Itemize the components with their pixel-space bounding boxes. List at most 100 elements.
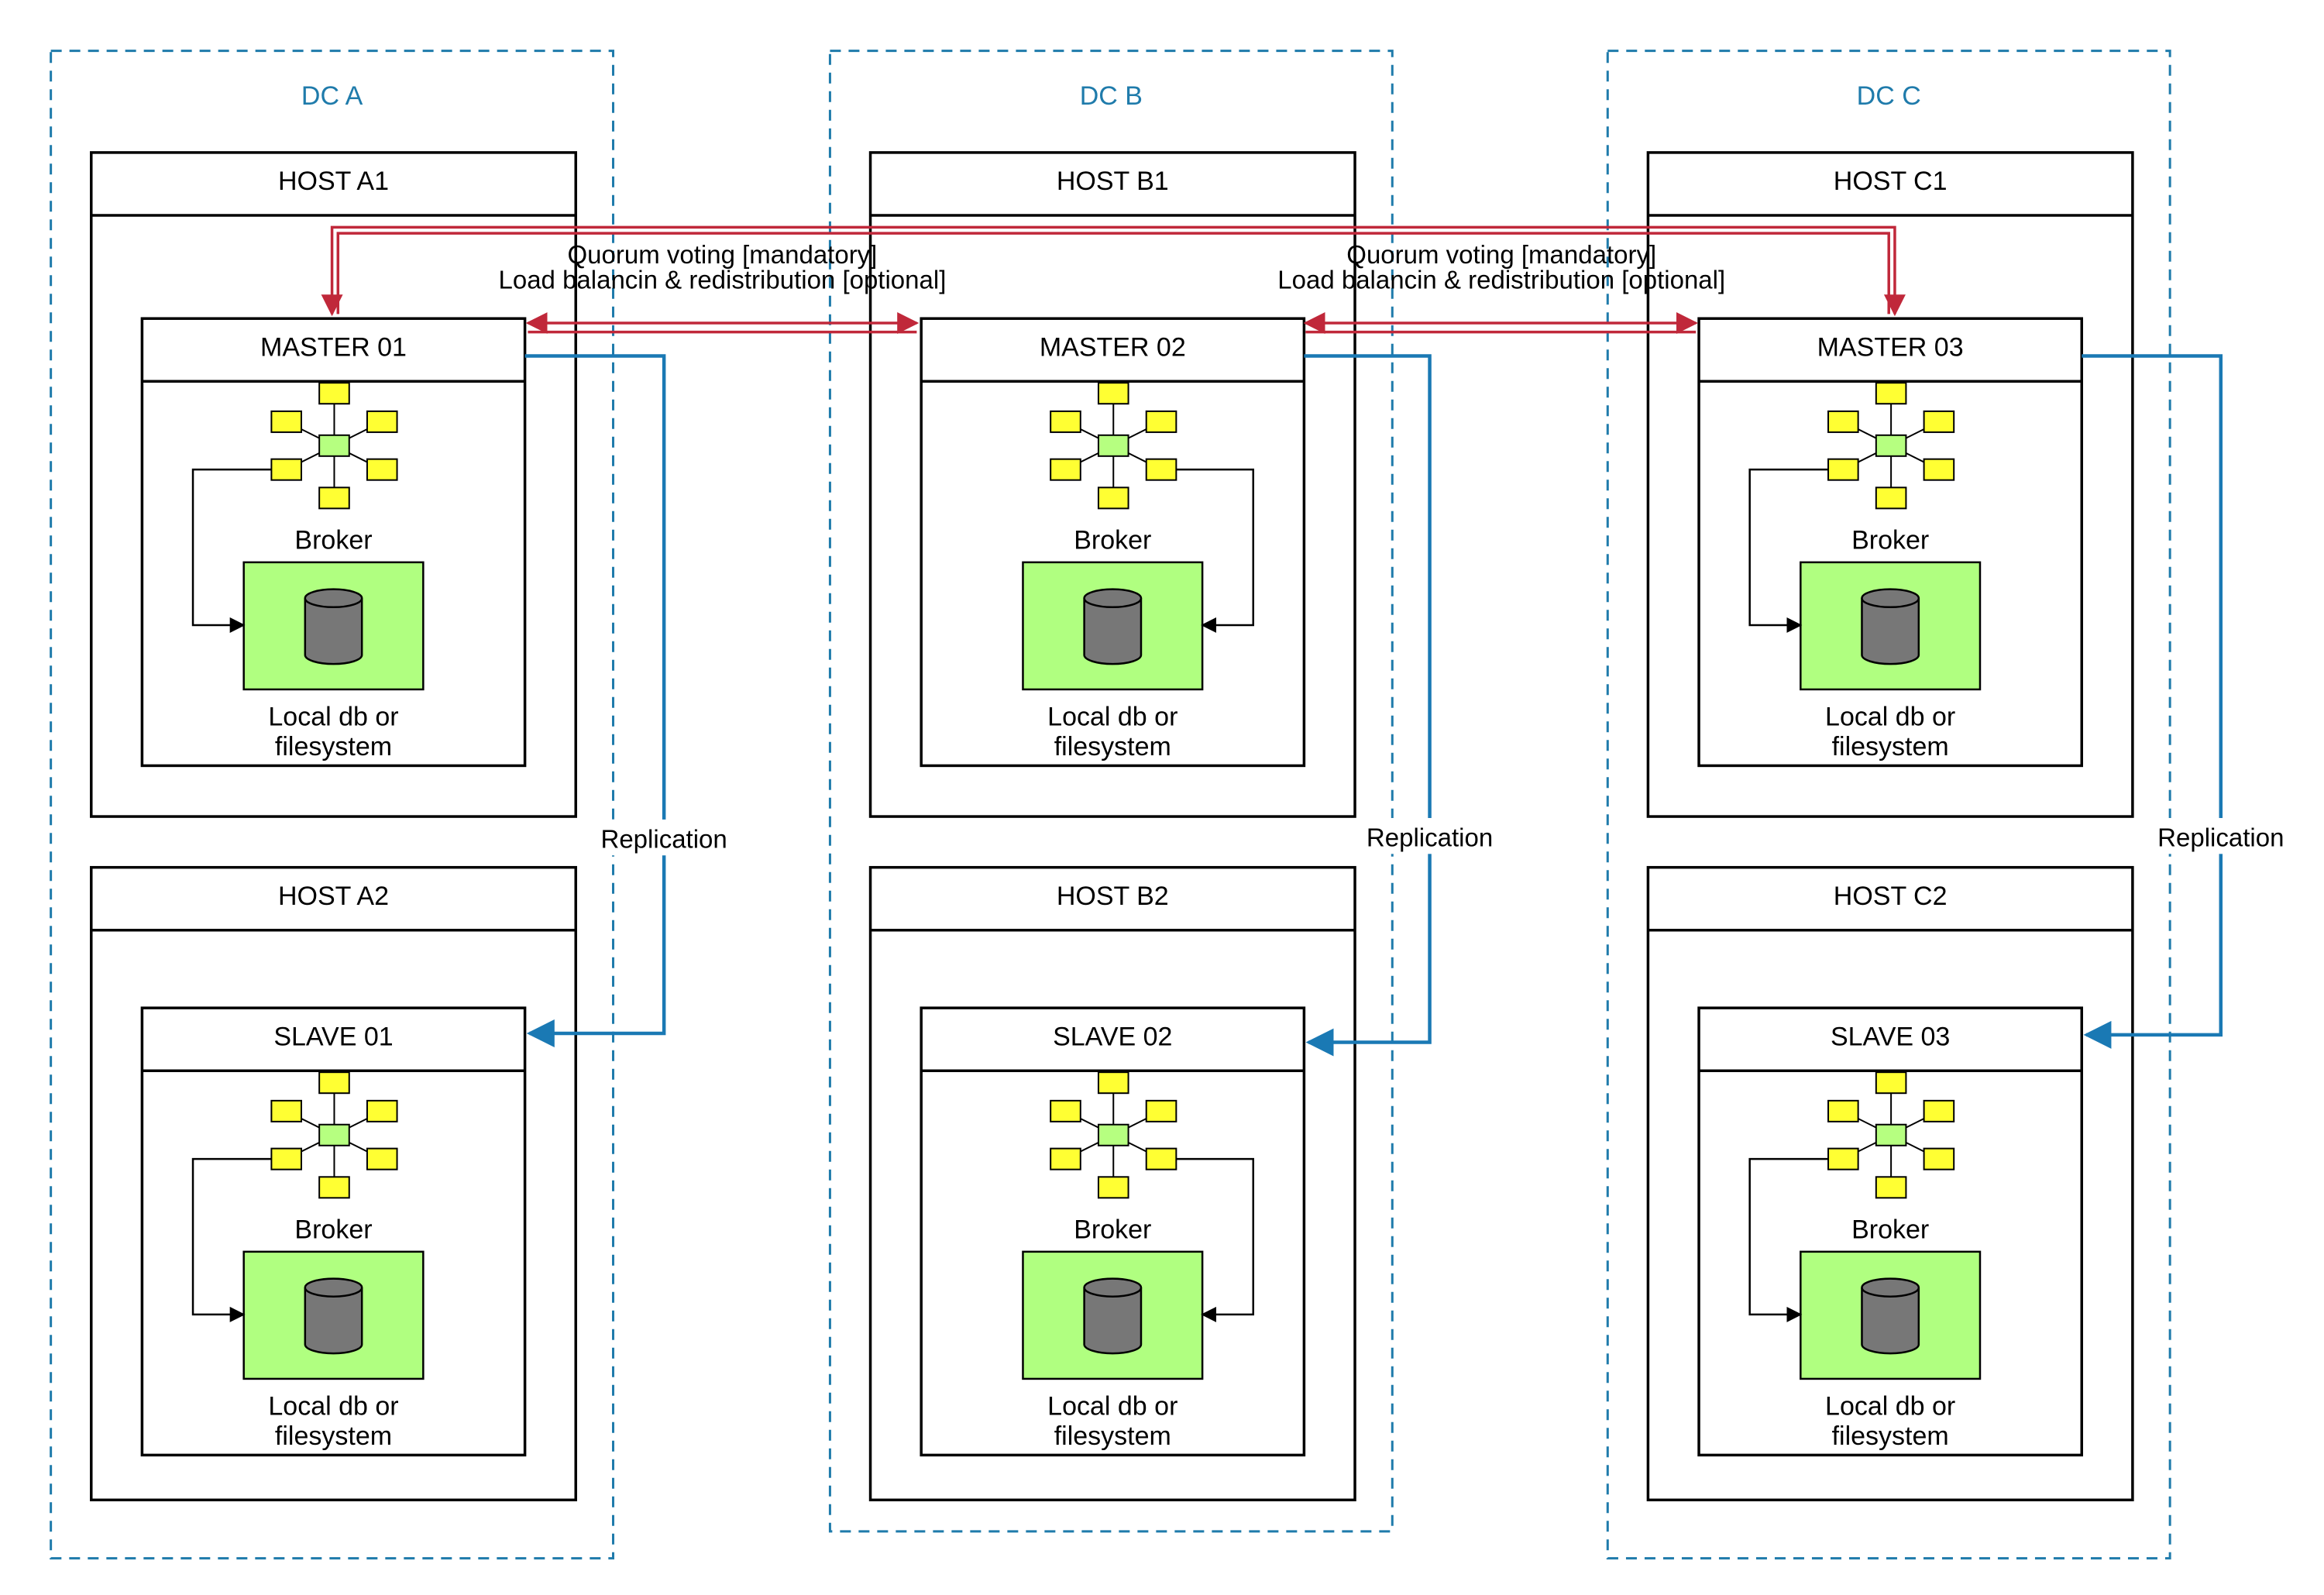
replication-line — [1304, 354, 1432, 1057]
replication-link — [2082, 354, 2223, 1049]
broker-node — [366, 458, 398, 481]
database-cylinder-icon — [304, 1277, 363, 1355]
broker-storage-connector — [1176, 1157, 1255, 1322]
replication-label: Replication — [1367, 823, 1493, 852]
node-title: SLAVE 03 — [1831, 1022, 1950, 1051]
broker-node — [1097, 1071, 1129, 1095]
broker-hub — [318, 1123, 350, 1146]
cylinder-top — [304, 588, 363, 609]
broker-node — [1145, 458, 1177, 481]
broker-label: Broker — [294, 525, 372, 555]
star-topology-icon — [1050, 1071, 1177, 1199]
storage-label-line2: filesystem — [275, 732, 392, 761]
broker-node — [1145, 1147, 1177, 1170]
broker-node — [318, 486, 350, 510]
replication-link — [524, 354, 666, 1047]
broker-node — [1923, 458, 1955, 481]
storage-label-line2: filesystem — [1054, 732, 1171, 761]
storage-label-line2: filesystem — [1832, 1421, 1949, 1451]
quorum-label-line2: Load balancin & redistribution [optional… — [1277, 266, 1725, 294]
broker-node — [1145, 1099, 1177, 1122]
broker-node — [1875, 486, 1907, 510]
node-title: MASTER 01 — [260, 332, 407, 362]
cylinder-top — [1083, 1277, 1143, 1298]
broker-label: Broker — [1074, 1215, 1151, 1244]
star-topology-icon — [1827, 382, 1955, 510]
broker-storage-connector — [1748, 1157, 1829, 1322]
database-cylinder-icon — [304, 588, 363, 665]
cylinder-top — [1861, 1277, 1920, 1298]
broker-node — [1097, 486, 1129, 510]
broker-node — [1050, 410, 1081, 433]
host-title: HOST A2 — [278, 882, 389, 911]
star-topology-icon — [1050, 382, 1177, 510]
replication-label-bg — [593, 819, 734, 856]
broker-label: Broker — [1851, 1215, 1929, 1244]
storage-label-line2: filesystem — [1832, 732, 1949, 761]
replication-label-bg — [2150, 817, 2291, 854]
broker-node — [1923, 1147, 1955, 1170]
star-topology-icon — [270, 1071, 398, 1199]
storage-label-line2: filesystem — [1054, 1421, 1171, 1451]
host-title: HOST B2 — [1057, 882, 1169, 911]
broker-node — [1097, 1176, 1129, 1199]
broker-node — [318, 1071, 350, 1095]
star-topology-icon — [1827, 1071, 1955, 1199]
broker-node — [1050, 458, 1081, 481]
database-cylinder-icon — [1083, 1277, 1143, 1355]
broker-hub — [318, 434, 350, 457]
replication-line — [2082, 354, 2223, 1049]
broker-node — [1050, 1147, 1081, 1170]
broker-hub — [1875, 434, 1907, 457]
broker-node — [1827, 1099, 1859, 1122]
broker-storage-connector — [191, 1157, 272, 1322]
quorum-links — [321, 225, 1906, 334]
storage-label-line1: Local db or — [1047, 1391, 1177, 1421]
cylinder-top — [304, 1277, 363, 1298]
storage-label-line1: Local db or — [1047, 702, 1177, 731]
broker-node — [270, 1147, 302, 1170]
cylinder-top — [1861, 588, 1920, 609]
broker-node — [1097, 382, 1129, 405]
quorum-link-outer-secondary — [336, 232, 1890, 315]
broker-node — [1923, 410, 1955, 433]
quorum-label-line1: Quorum voting [mandatory] — [1346, 240, 1656, 269]
host-title: HOST C2 — [1834, 882, 1948, 911]
broker-node — [1827, 410, 1859, 433]
storage-label-line1: Local db or — [268, 1391, 398, 1421]
broker-hub — [1875, 1123, 1907, 1146]
quorum-label-line2: Load balancin & redistribution [optional… — [498, 266, 946, 294]
broker-node — [366, 410, 398, 433]
database-cylinder-icon — [1861, 588, 1920, 665]
broker-node — [318, 382, 350, 405]
broker-node — [270, 410, 302, 433]
node-title: SLAVE 01 — [273, 1022, 393, 1051]
broker-node — [1145, 410, 1177, 433]
cylinder-body — [1083, 598, 1143, 665]
broker-label: Broker — [1851, 525, 1929, 555]
replication-label: Replication — [601, 825, 727, 854]
broker-node — [1923, 1099, 1955, 1122]
datacenter-label: DC B — [1080, 81, 1143, 111]
cylinder-top — [1083, 588, 1143, 609]
quorum-link-outer — [321, 225, 1906, 317]
broker-node — [270, 1099, 302, 1122]
cylinder-body — [1861, 1287, 1920, 1355]
replication-label-bg — [1359, 817, 1501, 854]
broker-node — [270, 458, 302, 481]
broker-node — [366, 1099, 398, 1122]
node-title: SLAVE 02 — [1053, 1022, 1172, 1051]
star-topology-icon — [270, 382, 398, 510]
quorum-label-line1: Quorum voting [mandatory] — [568, 240, 878, 269]
broker-node — [1875, 1176, 1907, 1199]
host-title: HOST B1 — [1057, 167, 1169, 196]
broker-label: Broker — [294, 1215, 372, 1244]
